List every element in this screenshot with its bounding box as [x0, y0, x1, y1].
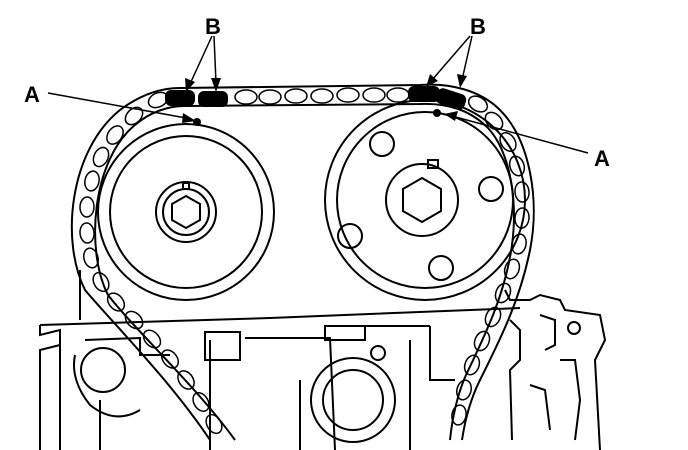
right-cam-sprocket [324, 99, 526, 301]
left-cam-sprocket [97, 118, 275, 301]
label-a-right: A [594, 146, 610, 171]
marked-links-left [165, 90, 228, 107]
cylinder-head [39, 270, 607, 450]
timing-dot-right [433, 109, 441, 117]
callout-leaders [47, 35, 589, 154]
label-a-left: A [24, 82, 40, 107]
marked-links-right [408, 86, 467, 110]
label-b-left: B [205, 14, 221, 39]
timing-dot-left [193, 118, 201, 126]
label-b-right: B [470, 14, 486, 39]
timing-chain [70, 83, 535, 441]
